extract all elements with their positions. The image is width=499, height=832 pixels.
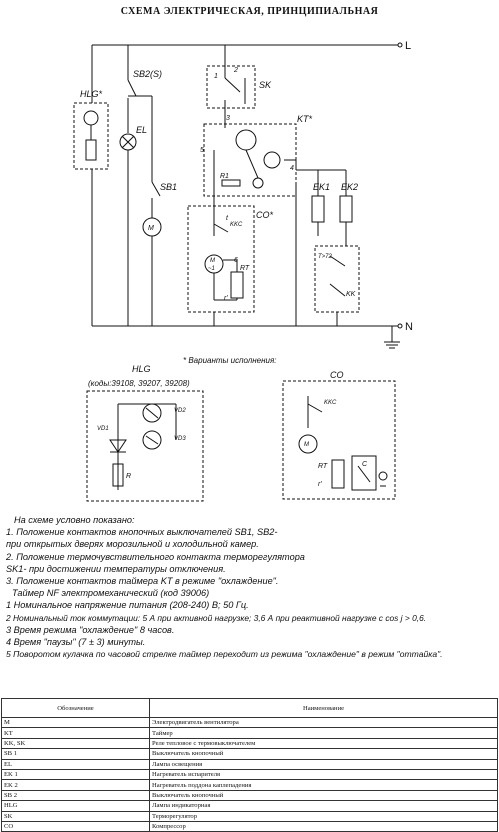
hlg-r: R (126, 473, 131, 480)
legend-header-name: Наименование (149, 698, 498, 718)
variants-title: * Варианты исполнения: (183, 356, 276, 365)
legend-code: SB 2 (1, 789, 150, 802)
label-kkc: KKC (230, 222, 243, 228)
label-sb2: SB2(S) (133, 69, 162, 79)
label-co: CO* (256, 210, 274, 220)
pin-1: 1 (214, 73, 218, 80)
legend-header-code: Обозначение (1, 698, 150, 718)
legend-code: SB 1 (1, 748, 150, 760)
co-variant-label: CO (330, 370, 344, 380)
pin-m2: ~1 (208, 266, 215, 272)
legend-code: EK 1 (1, 768, 150, 781)
label-r1: R1 (220, 173, 229, 180)
legend-code: M (1, 716, 150, 729)
legend-name: Нагреватель поддона каплепадения (149, 779, 498, 791)
pin-4: 4 (290, 165, 294, 172)
wiring-diagram: L N HLG* SB2(S) EL SB1 M SK KT* EK1 EK2 … (73, 40, 413, 502)
legend-name: Электродвигатель вентилятора (149, 716, 498, 729)
legend-name: Лампа индикаторная (149, 800, 498, 812)
pin-6: 6 (234, 257, 238, 264)
note-line: 1. Положение контактов кнопочных выключа… (6, 527, 278, 538)
note-line: 1 Номинальное напряжение питания (208-24… (6, 600, 249, 611)
label-kt: KT* (297, 114, 313, 124)
label-kk: KK (346, 291, 356, 298)
pin-m1: M (210, 258, 215, 264)
note-line: SK1- при достижении температуры отключен… (6, 563, 226, 574)
label-sk: SK (259, 80, 272, 90)
legend-name: Выключатель кнопочный (149, 789, 498, 802)
pin-t: t (226, 215, 229, 222)
co-c: C (362, 461, 368, 468)
label-el: EL (136, 125, 147, 135)
legend-name: Выключатель кнопочный (149, 748, 498, 760)
terminal-n: N (405, 321, 413, 333)
hlg-vd1: VD1 (97, 426, 109, 432)
co-kkc: KKC (324, 400, 337, 406)
hlg-vd2: VD2 (174, 408, 186, 414)
note-line: На схеме условно показано: (14, 515, 135, 525)
legend-header: Обозначение Наименование (1, 698, 498, 718)
legend-name: Таймер (149, 727, 498, 739)
pin-3: 3 (226, 115, 230, 122)
terminal-l: L (405, 40, 411, 52)
label-hlg: HLG* (80, 89, 103, 99)
label-ek1: EK1 (313, 182, 330, 192)
legend-name: Компрессор (149, 820, 498, 832)
legend-name: Реле тепловое с термовыключателем (149, 737, 498, 750)
legend-code: CO (1, 820, 150, 832)
note-line: при открытых дверях морозильной и холоди… (6, 539, 259, 550)
legend-code: EL (1, 758, 150, 770)
hlg-variant-label: HLG (132, 364, 151, 374)
note-line: 3 Время режима "охлаждение" 8 часов. (6, 624, 175, 635)
pin-2: 2 (233, 67, 238, 74)
note-line: Таймер NF электромеханический (код 39006… (12, 588, 210, 599)
legend-code: KK, SK (1, 737, 150, 750)
label-motor: M (148, 225, 154, 232)
page-title: СХЕМА ЭЛЕКТРИЧЕСКАЯ, ПРИНЦИПИАЛЬНАЯ (120, 6, 379, 17)
legend-name: Терморегулятор (149, 810, 498, 822)
co-rt: RT (318, 463, 328, 470)
hlg-vd3: VD3 (174, 436, 186, 442)
pin-5: 5 (200, 147, 204, 154)
legend-code: KT (1, 727, 150, 739)
legend-code: SK (1, 810, 150, 822)
note-line: 5 Поворотом кулачка по часовой стрелке т… (6, 649, 443, 660)
co-m: M (304, 442, 309, 448)
note-line: 3. Положение контактов таймера KT в режи… (6, 576, 279, 587)
label-rt: RT (240, 265, 250, 272)
note-line: 2 Номинальный ток коммутации: 5 А при ак… (6, 612, 427, 623)
label-sb1: SB1 (160, 182, 177, 192)
label-r-prime: r' (224, 295, 228, 302)
notes: На схеме условно показано: 1. Положение … (6, 514, 496, 660)
hlg-variant-codes: (коды:39108, 39207, 39208) (88, 379, 190, 388)
label-t72: T>72 (318, 254, 333, 260)
note-line: 4 Время "паузы" (7 ± 3) минуты. (6, 637, 146, 648)
legend-name: Лампа освещения (149, 758, 498, 770)
co-r-prime: r' (318, 481, 322, 488)
legend-name: Нагреватель испарителя (149, 768, 498, 781)
note-line: 2. Положение термочувствительного контак… (6, 551, 305, 562)
legend-code: HLG (1, 800, 150, 812)
legend-code: EK 2 (1, 779, 150, 791)
label-ek2: EK2 (341, 182, 358, 192)
